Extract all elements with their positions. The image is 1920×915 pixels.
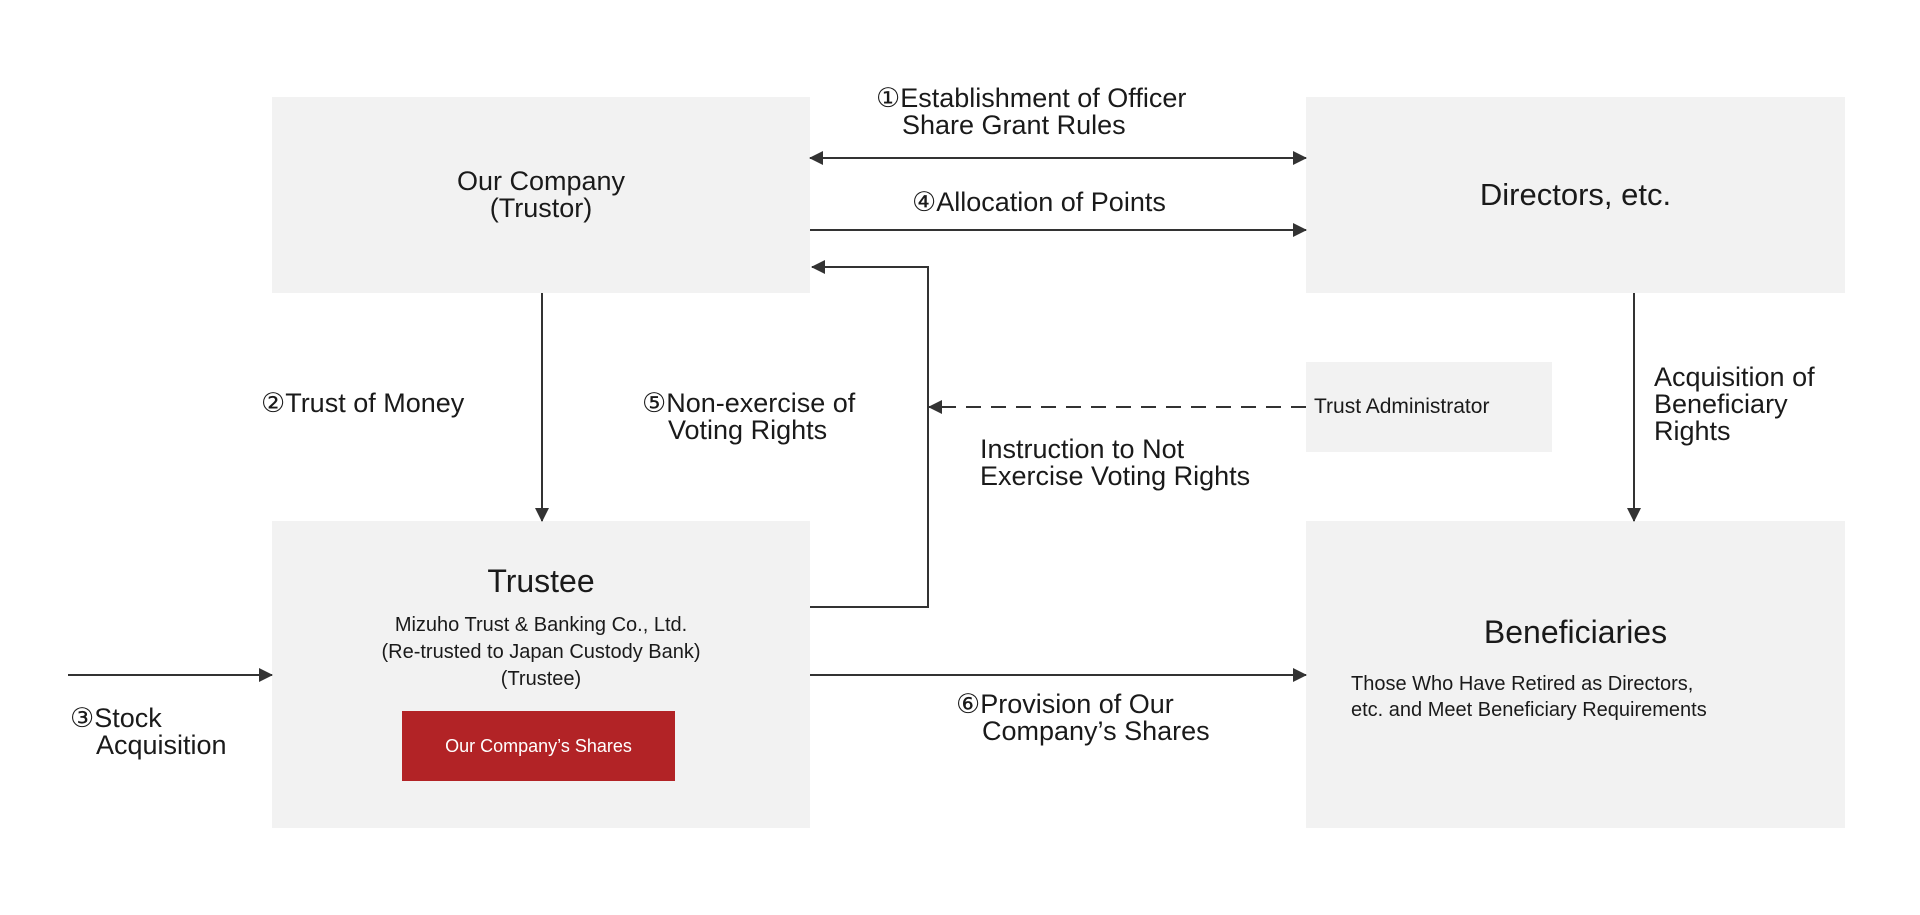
instruction-label: Instruction to Not Exercise Voting Right… xyxy=(980,434,1251,491)
step1-label: ①Establishment of Officer Share Grant Ru… xyxy=(876,83,1187,140)
beneficiaries-line-1: Those Who Have Retired as Directors, xyxy=(1351,673,1694,695)
trust-administrator-label: Trust Administrator xyxy=(1314,395,1490,418)
step2-label: ②Trust of Money xyxy=(261,388,465,418)
arrow-step5-line xyxy=(810,260,929,608)
step3-label: ③Stock Acquisition xyxy=(70,703,227,760)
our-company-name: Our Company xyxy=(456,166,626,196)
beneficiaries-box: Beneficiaries Those Who Have Retired as … xyxy=(1306,521,1845,828)
beneficiaries-line-2: etc. and Meet Beneficiary Requirements xyxy=(1351,699,1707,721)
beneficiaries-title: Beneficiaries xyxy=(1483,614,1668,650)
trust-administrator-box: Trust Administrator xyxy=(1306,362,1552,452)
step5-label: ⑤Non-exercise of Voting Rights xyxy=(642,388,856,445)
trustee-details: Mizuho Trust & Banking Co., Ltd. (Re-tru… xyxy=(272,612,810,693)
acquisition-label: Acquisition of Beneficiary Rights xyxy=(1654,362,1815,446)
company-shares-block: Our Company’s Shares xyxy=(402,711,675,781)
our-company-role: (Trustor) xyxy=(489,193,593,223)
our-company-box: Our Company (Trustor) xyxy=(272,97,810,293)
directors-label: Directors, etc. xyxy=(1479,177,1672,212)
step6-label: ⑥Provision of Our Company’s Shares xyxy=(956,689,1210,746)
step4-label: ④Allocation of Points xyxy=(912,187,1166,217)
beneficiaries-details: Those Who Have Retired as Directors, etc… xyxy=(1351,671,1707,723)
trustee-line-2: (Re-trusted to Japan Custody Bank) xyxy=(381,641,701,663)
trustee-title: Trustee xyxy=(487,563,595,599)
directors-box: Directors, etc. xyxy=(1306,97,1845,293)
trustee-line-1: Mizuho Trust & Banking Co., Ltd. xyxy=(394,614,688,636)
trustee-line-3: (Trustee) xyxy=(500,668,582,690)
